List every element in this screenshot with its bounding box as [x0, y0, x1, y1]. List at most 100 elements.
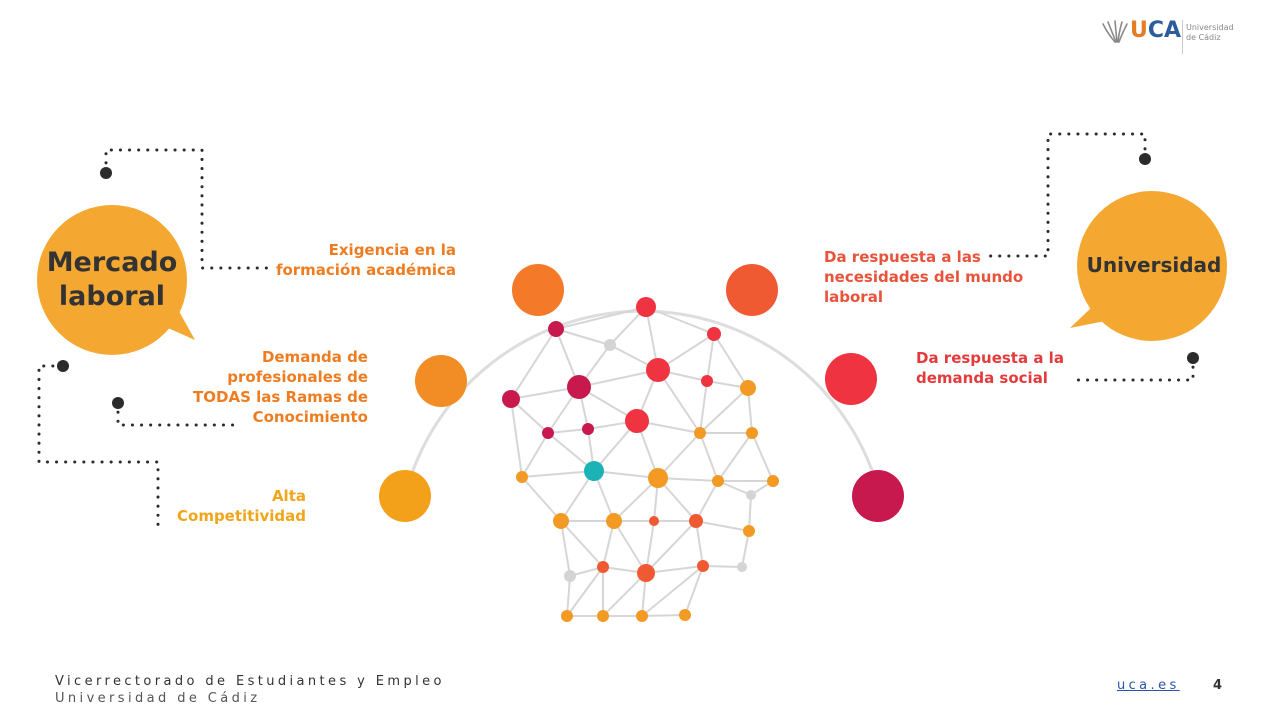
- network-edge: [645, 306, 715, 335]
- network-node: [701, 375, 713, 387]
- network-edge: [717, 432, 753, 482]
- network-node: [689, 514, 703, 528]
- network-edge: [699, 387, 749, 434]
- footer-website-link[interactable]: uca.es: [1117, 678, 1180, 693]
- footer-department: Vicerrectorado de Estudiantes y Empleo: [55, 674, 445, 689]
- network-node: [597, 610, 609, 622]
- left-bubble-line2: laboral: [58, 281, 166, 312]
- network-node: [712, 475, 724, 487]
- network-edge: [645, 520, 697, 574]
- network-edge: [613, 520, 647, 574]
- arc-node-orange: [512, 264, 564, 316]
- right-bubble: [1077, 191, 1227, 341]
- network-node: [767, 475, 779, 487]
- arc-node-crimson: [852, 470, 904, 522]
- network-edge: [566, 575, 571, 617]
- network-node: [746, 427, 758, 439]
- arc-node-amber: [415, 355, 467, 407]
- network-node: [743, 525, 755, 537]
- network-edge: [741, 530, 750, 568]
- network-edge: [578, 369, 659, 388]
- right-bubble-text: Universidad: [1086, 253, 1222, 277]
- network-node: [584, 461, 604, 481]
- left-item-3: Alta Competitividad: [177, 487, 306, 525]
- arc-node-gold: [379, 470, 431, 522]
- network-edge: [613, 477, 659, 522]
- network-edge: [657, 432, 701, 479]
- network-edge: [593, 470, 659, 479]
- arc-node-red: [825, 353, 877, 405]
- network-edge: [751, 432, 774, 482]
- left-bubble: [37, 205, 187, 355]
- network-edge: [702, 565, 743, 568]
- network-edge: [560, 520, 571, 577]
- network-node: [502, 390, 520, 408]
- connector-dot-right-1: [1139, 153, 1151, 165]
- network-edge: [641, 614, 686, 617]
- network-edge: [510, 328, 557, 400]
- arc-node-orange-red: [726, 264, 778, 316]
- connector-left-3: [37, 364, 160, 528]
- network-edges: [510, 306, 774, 617]
- network-nodes: [502, 297, 779, 622]
- network-node: [707, 327, 721, 341]
- network-edge: [657, 369, 701, 434]
- network-edge: [748, 494, 752, 532]
- network-node: [606, 513, 622, 529]
- network-edge: [713, 333, 749, 389]
- footer-university: Universidad de Cádiz: [55, 691, 261, 706]
- logo-subtitle-line2: de Cádiz: [1186, 33, 1221, 42]
- network-node: [564, 570, 576, 582]
- left-bubble-line1: Mercado: [46, 247, 178, 278]
- right-bubble-label: Universidad: [1077, 252, 1231, 278]
- head-arc: [403, 309, 882, 497]
- network-node: [649, 516, 659, 526]
- network-edge: [699, 432, 719, 482]
- network-node: [679, 609, 691, 621]
- network-edge: [555, 328, 611, 346]
- network-node: [636, 297, 656, 317]
- network-node: [637, 564, 655, 582]
- network-node: [548, 321, 564, 337]
- right-item-2: Da respuesta a la demanda social: [916, 349, 1064, 387]
- network-node: [604, 339, 616, 351]
- wheat-icon: [1102, 20, 1128, 43]
- network-node: [740, 380, 756, 396]
- connector-left-1: [104, 148, 270, 270]
- network-node: [648, 468, 668, 488]
- network-node: [636, 610, 648, 622]
- network-edge: [657, 477, 719, 482]
- logo-wordmark: UCA: [1130, 18, 1182, 43]
- connector-right-1: [983, 132, 1147, 258]
- network-edge: [695, 520, 750, 532]
- network-edge: [510, 398, 523, 478]
- network-node: [553, 513, 569, 529]
- network-edge: [645, 565, 704, 574]
- network-edge: [695, 480, 719, 522]
- network-edge: [699, 380, 708, 434]
- connector-dot-left-1: [100, 167, 112, 179]
- network-edge: [684, 565, 704, 616]
- network-edge: [521, 470, 595, 478]
- network-node: [646, 358, 670, 382]
- network-node: [561, 610, 573, 622]
- network-node: [582, 423, 594, 435]
- network-node: [746, 490, 756, 500]
- logo-subtitle-line1: Universidad: [1186, 23, 1234, 32]
- connector-dot-left-2: [112, 397, 124, 409]
- network-node: [694, 427, 706, 439]
- connector-right-2: [1073, 356, 1195, 382]
- network-node: [697, 560, 709, 572]
- network-node: [625, 409, 649, 433]
- left-item-1: Exigencia en la formación académica: [275, 241, 456, 279]
- network-edge: [566, 566, 604, 617]
- network-edge: [521, 432, 549, 478]
- logo-divider: [1182, 20, 1183, 54]
- right-item-1: Da respuesta a las necesidades del mundo…: [824, 248, 1024, 306]
- network-node: [737, 562, 747, 572]
- network-edge: [706, 333, 715, 382]
- uca-logo: UCA Universidad de Cádiz: [1098, 14, 1238, 58]
- network-node: [597, 561, 609, 573]
- network-edge: [547, 428, 589, 434]
